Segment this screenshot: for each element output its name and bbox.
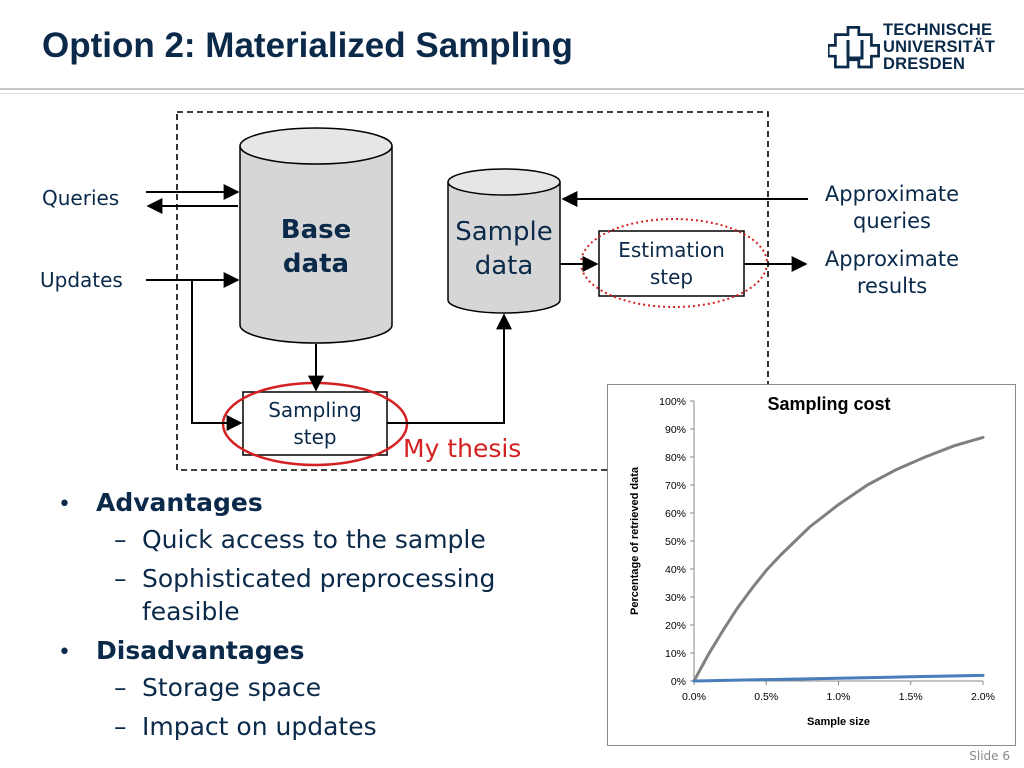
- bullet-list: • Advantages – Quick access to the sampl…: [58, 484, 598, 743]
- queries-label: Queries: [42, 186, 120, 210]
- sub-bullet: – Quick access to the sample: [58, 523, 598, 556]
- estimation-step-box: [598, 230, 745, 297]
- approx-queries-label: Approximate queries: [812, 181, 972, 235]
- y-tick-label: 20%: [665, 620, 686, 632]
- x-tick-label: 1.0%: [827, 691, 851, 703]
- logo-line-3: DRESDEN: [883, 55, 966, 73]
- y-tick-label: 0%: [671, 676, 686, 688]
- sub-bullet-text: Quick access to the sample: [142, 525, 486, 554]
- header-divider-thin: [0, 93, 1024, 94]
- logo-line-1: TECHNISCHE: [883, 21, 993, 39]
- y-tick-label: 80%: [665, 452, 686, 464]
- y-axis-label: Percentage of retrieved data: [629, 466, 641, 615]
- approx-queries-line-2: queries: [853, 209, 931, 233]
- slide-number: Slide 6: [969, 749, 1010, 763]
- bullet-dot: •: [58, 640, 71, 665]
- y-tick-label: 10%: [665, 648, 686, 660]
- approx-results-label: Approximate results: [812, 246, 972, 300]
- series-line-1: [692, 673, 985, 683]
- sampling-step-line-2: step: [293, 425, 337, 449]
- approx-queries-line-1: Approximate: [824, 182, 960, 206]
- sub-bullet: – Sophisticated preprocessing feasible: [58, 562, 598, 628]
- base-data-cylinder: [239, 127, 393, 344]
- series-line-0: [692, 435, 985, 683]
- sampling-step-line-1: Sampling: [268, 398, 362, 422]
- y-tick-label: 30%: [665, 592, 686, 604]
- bullet-dot: •: [58, 492, 71, 517]
- x-tick-label: 1.5%: [899, 691, 923, 703]
- sampling-step-label: Sampling step: [243, 397, 387, 451]
- base-data-label: Base data: [266, 213, 366, 281]
- bullet-label: Advantages: [96, 488, 263, 517]
- y-tick-label: 40%: [665, 564, 686, 576]
- dash: –: [114, 525, 127, 554]
- sampling-to-sample-line: [387, 313, 512, 424]
- sub-bullet-text: Storage space: [142, 673, 322, 702]
- sub-bullet: – Storage space: [58, 671, 598, 704]
- system-boundary: [176, 111, 769, 471]
- dash: –: [114, 564, 127, 593]
- sampling-step-box: [242, 391, 388, 456]
- my-thesis-label: My thesis: [403, 434, 522, 463]
- x-axis-label: Sample size: [807, 716, 870, 728]
- estimation-step-label: Estimation step: [599, 237, 744, 291]
- sample-data-line-2: data: [474, 251, 534, 281]
- base-data-line-2: data: [282, 249, 350, 279]
- x-tick-label: 2.0%: [971, 691, 995, 703]
- chart-title: Sampling cost: [767, 394, 890, 414]
- logo-line-2: UNIVERSITÄT: [883, 38, 996, 56]
- slide-title: Option 2: Materialized Sampling: [42, 26, 573, 65]
- chart-svg: 0% 10% 20% 30% 40% 50% 60% 70% 80% 90% 100% 0.0% 0.5…: [629, 394, 995, 728]
- y-tick-label: 90%: [665, 424, 686, 436]
- y-tick-label: 60%: [665, 508, 686, 520]
- updates-label: Updates: [40, 268, 123, 292]
- dash: –: [114, 673, 127, 702]
- tu-dresden-logo: [828, 26, 880, 69]
- sample-data-label: Sample data: [449, 215, 559, 283]
- sub-bullet-text: Sophisticated preprocessing feasible: [142, 564, 496, 626]
- logo-text: TECHNISCHE UNIVERSITÄT DRESDEN: [883, 22, 995, 73]
- x-tick-label: 0.5%: [754, 691, 778, 703]
- sub-bullet-text: Impact on updates: [142, 712, 377, 741]
- sampling-cost-chart: 0% 10% 20% 30% 40% 50% 60% 70% 80% 90% 100% 0.0% 0.5…: [607, 384, 1016, 746]
- y-tick-label: 70%: [665, 480, 686, 492]
- base-data-line-1: Base: [280, 215, 352, 245]
- bullet-label: Disadvantages: [96, 636, 305, 665]
- x-tick-label: 0.0%: [682, 691, 706, 703]
- y-tick-label: 100%: [659, 396, 686, 408]
- updates-to-sampling-line: [191, 280, 243, 431]
- approx-results-line-2: results: [856, 274, 928, 298]
- sample-data-line-1: Sample: [455, 217, 553, 247]
- sub-bullet: – Impact on updates: [58, 710, 598, 743]
- estimation-step-line-2: step: [649, 265, 694, 289]
- y-tick-label: 50%: [665, 536, 686, 548]
- bullet-advantages: • Advantages: [58, 488, 598, 517]
- dash: –: [114, 712, 127, 741]
- approx-results-line-1: Approximate: [824, 247, 960, 271]
- estimation-step-line-1: Estimation: [618, 238, 725, 262]
- sample-data-cylinder: [447, 168, 561, 314]
- bullet-disadvantages: • Disadvantages: [58, 636, 598, 665]
- header-divider: [0, 88, 1024, 90]
